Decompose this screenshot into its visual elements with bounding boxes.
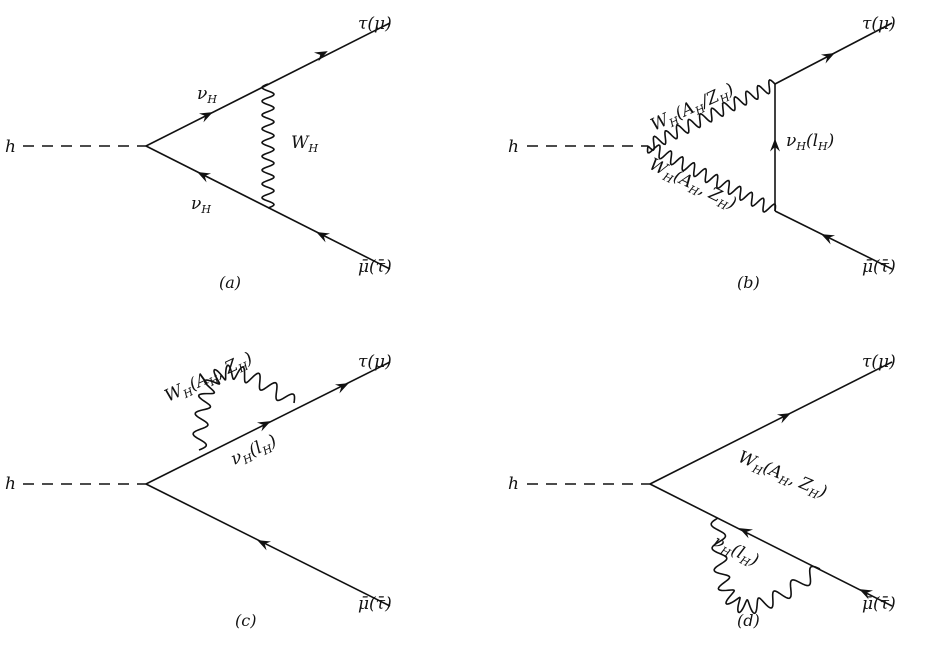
arrow-internal-d <box>739 528 754 539</box>
arrow-vertical-b <box>770 138 780 152</box>
mubar-label-a: μ̄(τ̄) <box>358 257 392 277</box>
fermion-line-top-d <box>649 361 893 485</box>
higgs-label-a: h <box>5 137 16 157</box>
arrow-mubar-a <box>316 232 331 243</box>
self-energy-boson-loop-d <box>710 517 821 615</box>
arrow-upper-nu-a <box>198 112 213 123</box>
fermion-label-b: νH(lH) <box>786 131 834 153</box>
arrow-mubar-b <box>821 234 836 245</box>
arrow-tau-a <box>313 51 328 62</box>
caption-b: (b) <box>737 273 760 292</box>
arrow-mubar-c <box>257 540 272 551</box>
higgs-label-b: h <box>508 137 519 157</box>
mubar-label-b: μ̄(τ̄) <box>862 257 896 277</box>
tau-label-c: τ(μ) <box>358 352 392 372</box>
lower-boson-propagator-b <box>646 144 777 213</box>
w-boson-propagator-a <box>261 83 275 209</box>
diagram-a: h τ(μ) μ̄(τ̄) νH νH WH (a) <box>5 14 392 292</box>
diagram-c: h τ(μ) μ̄(τ̄) WH(AH, ZH) νH(lH) (c) <box>5 348 392 630</box>
boson-label-d: WH(AH, ZH) <box>734 447 830 504</box>
upper-boson-label-b: WH(AH/ZH) <box>648 80 738 138</box>
lower-nu-label-a: νH <box>191 194 211 216</box>
arrow-tau-c <box>334 383 349 394</box>
tau-label-d: τ(μ) <box>862 352 896 372</box>
mubar-line-b <box>774 210 893 270</box>
upper-boson-propagator-b <box>647 79 776 151</box>
diagram-b: h τ(μ) μ̄(τ̄) WH(AH/ZH) WH(AH, ZH) νH(lH… <box>508 14 896 292</box>
caption-d: (d) <box>737 611 760 630</box>
self-energy-boson-loop-c <box>192 364 296 451</box>
boson-label-c: WH(AH, ZH) <box>162 348 257 408</box>
mubar-label-c: μ̄(τ̄) <box>358 594 392 614</box>
arrow-lower-nu-a <box>197 172 212 183</box>
arrow-internal-c <box>256 421 271 432</box>
caption-a: (a) <box>219 273 241 292</box>
higgs-label-d: h <box>508 474 519 494</box>
arrow-tau-d <box>776 413 791 424</box>
arrow-mubar-d <box>859 589 874 600</box>
fermion-label-c: νH(lH) <box>228 431 281 471</box>
tau-label-a: τ(μ) <box>358 14 392 34</box>
caption-c: (c) <box>235 611 256 630</box>
diagram-d: h τ(μ) μ̄(τ̄) WH(AH, ZH) νH(lH) (d) <box>508 352 896 630</box>
w-label-a: WH <box>291 133 318 155</box>
fermion-line-bottom-d <box>649 483 893 607</box>
tau-label-b: τ(μ) <box>862 14 896 34</box>
fermion-line-bottom-c <box>145 483 391 607</box>
arrow-tau-b <box>820 52 835 64</box>
mubar-label-d: μ̄(τ̄) <box>862 594 896 614</box>
upper-nu-label-a: νH <box>197 84 217 106</box>
higgs-label-c: h <box>5 474 16 494</box>
